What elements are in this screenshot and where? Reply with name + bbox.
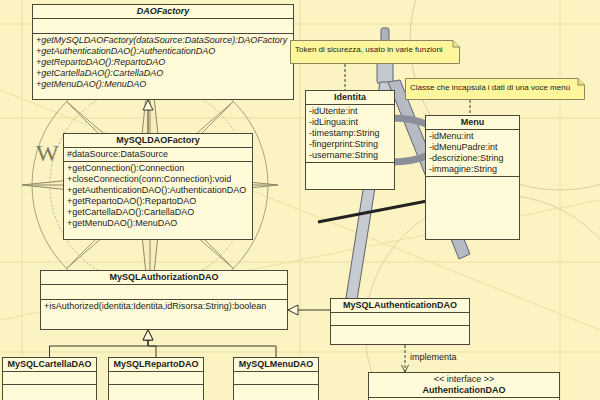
note-fold: [578, 79, 585, 86]
class-member: +getMenuDAO():MenuDAO: [67, 218, 177, 229]
class-name: Identita: [334, 92, 366, 103]
compartment: +getMySQLDAOFactory(dataSource:DataSourc…: [33, 33, 293, 99]
note-box: Token di sicurezza, usato in varie funzi…: [290, 40, 460, 64]
class-member: +getCartellaDAO():CartellaDAO: [36, 68, 163, 79]
note-link: [345, 64, 346, 90]
generalization-line: [50, 330, 149, 357]
class-member: -idMenuPadre:int: [429, 142, 498, 153]
compartment: +isAuthorized(identita:Identita,idRisors…: [41, 299, 287, 329]
class-box: MySQLAuthorizationDAO +isAuthorized(ident…: [40, 270, 288, 330]
compartment: Identita: [306, 91, 394, 104]
class-name: MySQLAuthorizationDAO: [110, 272, 219, 283]
generalization-line: [148, 330, 156, 357]
interface-box: << interface >>AuthenticationDAO: [368, 372, 560, 400]
class-name: AuthenticationDAO: [423, 385, 506, 396]
compartment: [41, 284, 287, 299]
compartment: << interface >>AuthenticationDAO: [369, 373, 559, 397]
compartment: MySQLAuthenticationDAO: [331, 299, 469, 312]
compartment: [369, 397, 559, 400]
class-member: +getMenuDAO():MenuDAO: [36, 79, 146, 90]
compartment: [331, 312, 469, 325]
compartment: Menu: [426, 116, 519, 129]
generalization-line: [148, 100, 149, 133]
class-name: DAOFactory: [137, 6, 190, 17]
note-link: [470, 100, 471, 115]
class-box: MySQLMenuDAO: [233, 357, 319, 400]
compartment: [3, 371, 96, 384]
generalization-line: [288, 310, 330, 311]
class-box: MySQLCartellaDAO: [2, 357, 97, 400]
compartment: [109, 371, 203, 384]
class-member: -immagine:String: [429, 164, 497, 175]
class-name: MySQLCartellaDAO: [7, 359, 91, 370]
compartment: #dataSource:DataSource: [64, 147, 252, 161]
class-member: +isAuthorized(identita:Identita,idRisors…: [44, 301, 266, 312]
note-shape: [291, 41, 460, 64]
note-shape: [406, 79, 585, 100]
class-member: +getAuthenticationDAO():AuthenticationDA…: [67, 185, 246, 196]
compartment: [234, 384, 318, 400]
compartment: MySQLAuthorizationDAO: [41, 271, 287, 284]
compartment: [234, 371, 318, 384]
class-member: +getRepartoDAO():RepartoDAO: [67, 196, 196, 207]
class-box: MySQLDAOFactory#dataSource:DataSource+ge…: [63, 133, 253, 240]
class-box: MySQLRepartoDAO: [108, 357, 204, 400]
compartment: -idMenu:int-idMenuPadre:int-descrizione:…: [426, 129, 519, 176]
class-member: +getRepartoDAO():RepartoDAO: [36, 57, 165, 68]
note-fold: [453, 41, 460, 48]
compartment: -idUtente:int-idLingua:int-timestamp:Str…: [306, 104, 394, 162]
class-member: -fingerprint:String: [309, 139, 378, 150]
compartment: [109, 384, 203, 400]
class-member: +closeConnection(conn:Connection):void: [67, 174, 231, 185]
compartment: +getConnection():Connection+closeConnect…: [64, 161, 252, 239]
stereotype: << interface >>: [434, 374, 495, 385]
compartment: DAOFactory: [33, 5, 293, 18]
edge-label: implementa: [409, 352, 458, 363]
class-member: +getCartellaDAO():CartellaDAO: [67, 207, 194, 218]
realization-line: [405, 345, 406, 372]
note-text: Token di sicurezza, usato in varie funzi…: [295, 45, 443, 55]
class-member: -username:String: [309, 150, 378, 161]
class-member: +getMySQLDAOFactory(dataSource:DataSourc…: [36, 35, 287, 46]
compartment: MySQLMenuDAO: [234, 358, 318, 371]
class-member: #dataSource:DataSource: [67, 149, 168, 160]
compartment: MySQLRepartoDAO: [109, 358, 203, 371]
generalization-line: [148, 330, 276, 357]
class-member: +getConnection():Connection: [67, 163, 184, 174]
class-member: -idMenu:int: [429, 131, 474, 142]
class-name: Menu: [461, 117, 485, 128]
compartment: MySQLCartellaDAO: [3, 358, 96, 371]
class-member: +getAuthenticationDAO():AuthenticationDA…: [36, 46, 215, 57]
class-box: Identita-idUtente:int-idLingua:int-times…: [305, 90, 395, 190]
class-name: MySQLAuthenticationDAO: [343, 300, 457, 311]
compartment: MySQLDAOFactory: [64, 134, 252, 147]
class-name: MySQLDAOFactory: [116, 135, 200, 146]
compartment: [331, 325, 469, 344]
class-box: Menu-idMenu:int-idMenuPadre:int-descrizi…: [425, 115, 520, 240]
class-member: -idLingua:int: [309, 117, 358, 128]
class-member: -timestamp:String: [309, 128, 380, 139]
class-box: DAOFactory +getMySQLDAOFactory(dataSource…: [32, 4, 294, 100]
compartment: [33, 18, 293, 33]
compass-letter: W: [36, 140, 59, 167]
note-box: Classe che incapsula i dati di una voce …: [405, 78, 585, 100]
class-member: -descrizione:String: [429, 153, 504, 164]
class-name: MySQLMenuDAO: [239, 359, 314, 370]
class-box: MySQLAuthenticationDAO: [330, 298, 470, 345]
compartment: [3, 384, 96, 400]
note-text: Classe che incapsula i dati di una voce …: [410, 83, 570, 93]
compartment: [306, 162, 394, 189]
class-member: -idUtente:int: [309, 106, 358, 117]
compartment: [426, 176, 519, 239]
class-name: MySQLRepartoDAO: [113, 359, 198, 370]
